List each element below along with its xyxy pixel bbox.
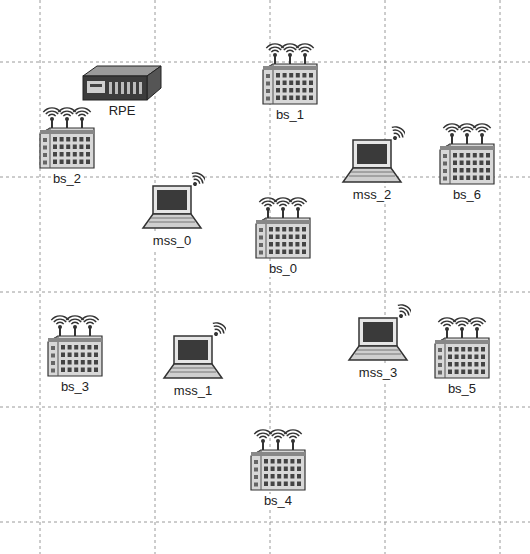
node-label: mss_0 bbox=[151, 234, 193, 249]
node-label: bs_5 bbox=[446, 382, 478, 397]
bs-icon bbox=[34, 106, 100, 172]
bs-icon bbox=[257, 42, 323, 108]
base-station: bs_4 bbox=[243, 428, 313, 509]
node-label: mss_1 bbox=[172, 384, 214, 399]
bs-icon bbox=[245, 428, 311, 494]
base-station: bs_6 bbox=[432, 122, 502, 203]
node-label: mss_3 bbox=[357, 366, 399, 381]
node-label: bs_0 bbox=[267, 262, 299, 277]
rpe-device: RPE bbox=[77, 62, 167, 119]
subscriber-station: mss_0 bbox=[137, 168, 207, 249]
node-label: bs_4 bbox=[262, 494, 294, 509]
laptop-icon bbox=[139, 168, 205, 234]
node-label: RPE bbox=[107, 104, 138, 119]
subscriber-station: mss_3 bbox=[343, 300, 413, 381]
laptop-icon bbox=[339, 122, 405, 188]
subscriber-station: mss_1 bbox=[158, 318, 228, 399]
node-label: bs_1 bbox=[274, 108, 306, 123]
base-station: bs_2 bbox=[32, 106, 102, 187]
bs-icon bbox=[42, 314, 108, 380]
node-label: mss_2 bbox=[351, 188, 393, 203]
bs-icon bbox=[250, 196, 316, 262]
laptop-icon bbox=[160, 318, 226, 384]
base-station: bs_5 bbox=[427, 316, 497, 397]
bs-icon bbox=[429, 316, 495, 382]
node-label: bs_6 bbox=[451, 188, 483, 203]
base-station: bs_0 bbox=[248, 196, 318, 277]
router-icon bbox=[79, 62, 165, 104]
node-label: bs_2 bbox=[51, 172, 83, 187]
bs-icon bbox=[434, 122, 500, 188]
laptop-icon bbox=[345, 300, 411, 366]
base-station: bs_3 bbox=[40, 314, 110, 395]
subscriber-station: mss_2 bbox=[337, 122, 407, 203]
base-station: bs_1 bbox=[255, 42, 325, 123]
node-label: bs_3 bbox=[59, 380, 91, 395]
